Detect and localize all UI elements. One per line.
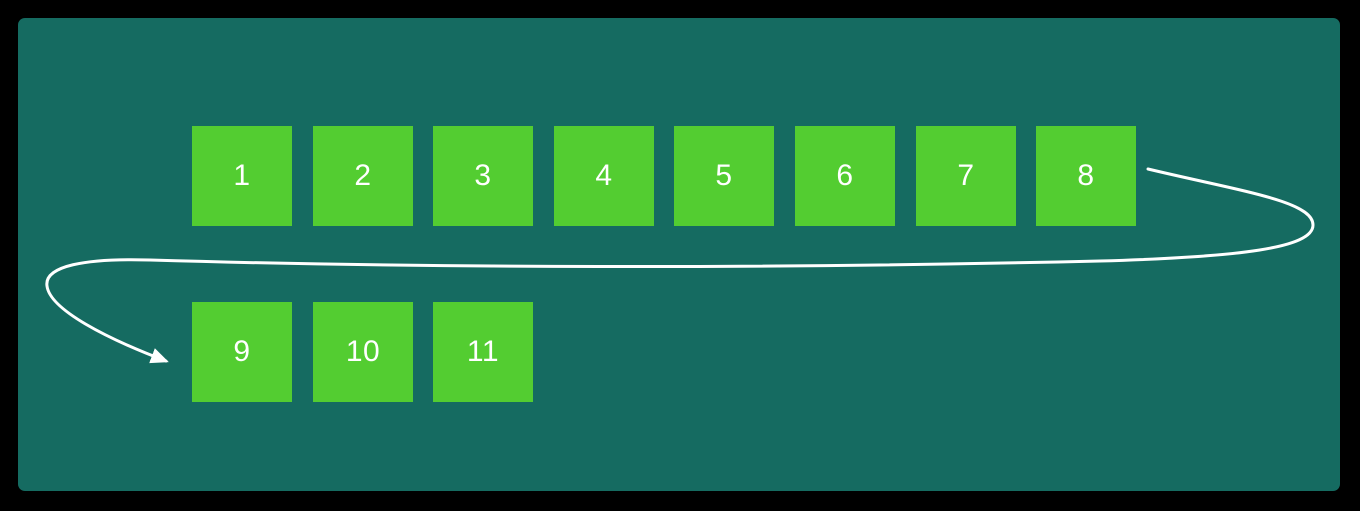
array-cell-label: 9 (233, 335, 251, 368)
teal-panel (18, 18, 1340, 491)
array-cell-3: 3 (433, 126, 533, 226)
array-cell-label: 7 (957, 159, 975, 192)
array-cell-8: 8 (1036, 126, 1136, 226)
array-cell-9: 9 (192, 302, 292, 402)
array-cell-5: 5 (674, 126, 774, 226)
array-cell-label: 6 (836, 159, 854, 192)
array-cell-label: 4 (595, 159, 613, 192)
array-cell-label: 8 (1077, 159, 1095, 192)
array-cell-11: 11 (433, 302, 533, 402)
array-cell-6: 6 (795, 126, 895, 226)
array-cell-label: 5 (715, 159, 733, 192)
array-cell-1: 1 (192, 126, 292, 226)
array-cell-label: 1 (233, 159, 251, 192)
array-cell-2: 2 (313, 126, 413, 226)
array-cell-label: 10 (345, 335, 381, 368)
array-cell-7: 7 (916, 126, 1016, 226)
array-cell-label: 3 (474, 159, 492, 192)
array-cell-10: 10 (313, 302, 413, 402)
array-cell-label: 2 (354, 159, 372, 192)
array-cell-label: 11 (466, 335, 500, 368)
array-cell-4: 4 (554, 126, 654, 226)
